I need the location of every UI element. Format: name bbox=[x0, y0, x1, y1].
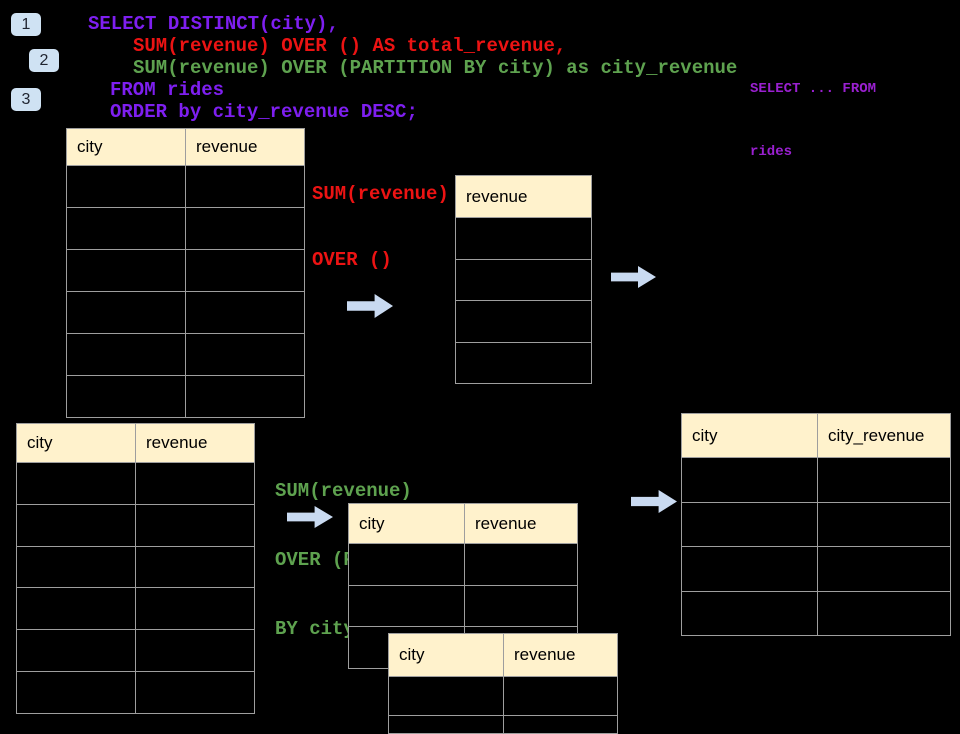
table-cell bbox=[136, 546, 255, 589]
sql-line-sum-over: SUM(revenue) OVER () AS total_revenue, bbox=[133, 35, 567, 57]
table-cell bbox=[504, 677, 618, 716]
table-cell bbox=[17, 630, 136, 673]
table-cell bbox=[17, 588, 136, 631]
table-cell bbox=[186, 376, 305, 418]
table-cell bbox=[186, 166, 305, 208]
column-header-revenue: revenue bbox=[465, 504, 578, 544]
sql-line-select: SELECT DISTINCT(city), bbox=[88, 13, 339, 35]
table-cell bbox=[682, 458, 818, 503]
table-cell bbox=[682, 547, 818, 592]
table-source-top: city revenue bbox=[66, 128, 305, 418]
table-cell bbox=[136, 588, 255, 631]
sql-line-order: ORDER by city_revenue DESC; bbox=[110, 101, 418, 123]
table-cell bbox=[456, 342, 592, 384]
side-note: SELECT ... FROM rides bbox=[750, 37, 876, 184]
table-cell bbox=[67, 292, 186, 334]
table-cell bbox=[17, 546, 136, 589]
table-cell bbox=[818, 591, 951, 636]
column-header-revenue: revenue bbox=[136, 424, 255, 463]
sql-line-sum-partition: SUM(revenue) OVER (PARTITION BY city) as… bbox=[133, 57, 738, 79]
table-cell bbox=[136, 504, 255, 547]
table-cell bbox=[818, 502, 951, 547]
side-note-line-2: rides bbox=[750, 144, 793, 160]
arrow-right-icon bbox=[631, 490, 677, 513]
table-cell bbox=[17, 463, 136, 505]
table-cell bbox=[186, 292, 305, 334]
table-cell bbox=[136, 630, 255, 673]
column-header-city: city bbox=[349, 504, 465, 544]
table-total-result: revenue bbox=[455, 175, 592, 384]
table-cell bbox=[17, 672, 136, 714]
table-cell bbox=[818, 458, 951, 503]
step-badge-2: 2 bbox=[29, 49, 59, 72]
table-cell bbox=[818, 547, 951, 592]
annotation-total-line-2: OVER () bbox=[312, 249, 392, 271]
table-cell bbox=[67, 250, 186, 292]
step-badge-2-label: 2 bbox=[39, 51, 49, 69]
table-cell bbox=[136, 463, 255, 505]
table-cell bbox=[67, 376, 186, 418]
table-cell bbox=[349, 585, 465, 628]
table-cell bbox=[465, 585, 578, 628]
step-badge-3-label: 3 bbox=[21, 90, 31, 108]
table-cell bbox=[67, 334, 186, 376]
column-header-city: city bbox=[682, 414, 818, 458]
column-header-city: city bbox=[389, 634, 504, 677]
annotation-total-line-1: SUM(revenue) bbox=[312, 183, 449, 205]
table-cell bbox=[456, 301, 592, 343]
table-source-bottom: city revenue bbox=[16, 423, 255, 714]
arrow-right-icon bbox=[611, 266, 656, 288]
annotation-total-revenue: SUM(revenue) OVER () bbox=[312, 139, 449, 293]
side-note-line-1: SELECT ... FROM bbox=[750, 81, 877, 97]
table-cell bbox=[389, 716, 504, 734]
table-cell bbox=[186, 208, 305, 250]
table-cell bbox=[349, 544, 465, 586]
table-cell bbox=[465, 544, 578, 586]
table-cell bbox=[389, 677, 504, 716]
column-header-city: city bbox=[17, 424, 136, 463]
table-cell bbox=[186, 250, 305, 292]
table-partition-result: city city_revenue bbox=[681, 413, 951, 636]
table-cell bbox=[17, 504, 136, 547]
column-header-revenue: revenue bbox=[456, 176, 592, 218]
table-cell bbox=[67, 166, 186, 208]
column-header-revenue: revenue bbox=[504, 634, 618, 677]
column-header-city: city bbox=[67, 129, 186, 166]
table-partition-overlay: city revenue bbox=[388, 633, 618, 734]
table-cell bbox=[682, 502, 818, 547]
table-cell bbox=[456, 218, 592, 260]
table-cell bbox=[67, 208, 186, 250]
arrow-right-icon bbox=[347, 294, 393, 318]
table-cell bbox=[136, 672, 255, 714]
table-cell bbox=[682, 591, 818, 636]
table-cell bbox=[504, 716, 618, 734]
sql-line-from: FROM rides bbox=[110, 79, 225, 101]
step-badge-1-label: 1 bbox=[21, 15, 31, 33]
step-badge-3: 3 bbox=[11, 88, 41, 111]
column-header-city-revenue: city_revenue bbox=[818, 414, 951, 458]
table-cell bbox=[186, 334, 305, 376]
column-header-revenue: revenue bbox=[186, 129, 305, 166]
step-badge-1: 1 bbox=[11, 13, 41, 36]
annotation-partition-line-1: SUM(revenue) bbox=[275, 480, 412, 502]
table-cell bbox=[456, 259, 592, 301]
